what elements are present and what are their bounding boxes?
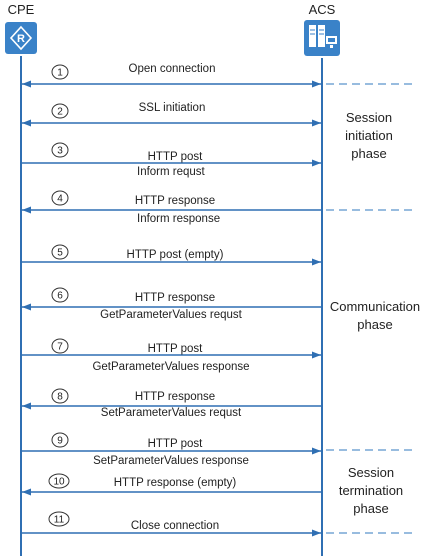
step-number-circle (51, 388, 69, 404)
phase-label-initiation: Session initiation phase (345, 110, 393, 161)
step-number: 4 (57, 194, 63, 205)
acs-label: ACS (309, 2, 336, 17)
phase-line: Session (346, 110, 392, 125)
step-number: 10 (53, 477, 65, 488)
step-number-circle (48, 473, 70, 489)
router-icon: R (5, 22, 37, 54)
phase-label-termination: Session termination phase (339, 465, 403, 516)
step-number-circle (51, 142, 69, 158)
step-number: 6 (57, 291, 63, 302)
step-number-circle (51, 64, 69, 80)
message-label: HTTP response (135, 391, 215, 403)
step-number-circle (51, 190, 69, 206)
message-label: HTTP post (empty) (127, 249, 224, 261)
message-label: HTTP post (148, 151, 204, 163)
step-number-circle (51, 244, 69, 260)
message-sublabel: GetParameterValues requst (100, 309, 242, 321)
message-label: HTTP post (148, 438, 204, 450)
phase-line: Session (348, 465, 394, 480)
step-number: 1 (57, 68, 63, 79)
svg-text:R: R (17, 33, 25, 45)
step-number: 8 (57, 392, 63, 403)
step-number-circle (51, 287, 69, 303)
phase-line: phase (353, 501, 388, 516)
step-number: 11 (54, 515, 65, 526)
phase-line: termination (339, 483, 403, 498)
phase-line: phase (357, 317, 392, 332)
phase-label-communication: Communication phase (330, 299, 420, 332)
step-number-circle (48, 511, 70, 527)
step-number: 5 (57, 248, 63, 259)
phase-line: Communication (330, 299, 420, 314)
message-label: Close connection (131, 520, 219, 532)
message-sublabel: SetParameterValues response (93, 455, 249, 467)
message-sublabel: SetParameterValues requst (101, 407, 242, 419)
message-sublabel: Inform requst (137, 166, 206, 178)
message-label: HTTP post (148, 343, 204, 355)
step-number: 7 (57, 342, 63, 353)
phase-line: initiation (345, 128, 393, 143)
step-number: 3 (57, 146, 63, 157)
step-number-circle (51, 432, 69, 448)
step-number: 2 (57, 107, 63, 118)
step-number: 9 (57, 436, 63, 447)
message-label: HTTP response (135, 195, 215, 207)
message-label: HTTP response (135, 292, 215, 304)
message-sublabel: GetParameterValues response (92, 361, 249, 373)
message-label: HTTP response (empty) (114, 477, 237, 489)
message-label: SSL initiation (139, 102, 206, 114)
message-sublabel: Inform response (137, 213, 220, 225)
server-icon (304, 20, 340, 56)
cpe-label: CPE (8, 2, 35, 17)
step-number-circle (51, 338, 69, 354)
phase-line: phase (351, 146, 386, 161)
step-number-circle (51, 103, 69, 119)
message-label: Open connection (129, 63, 216, 75)
